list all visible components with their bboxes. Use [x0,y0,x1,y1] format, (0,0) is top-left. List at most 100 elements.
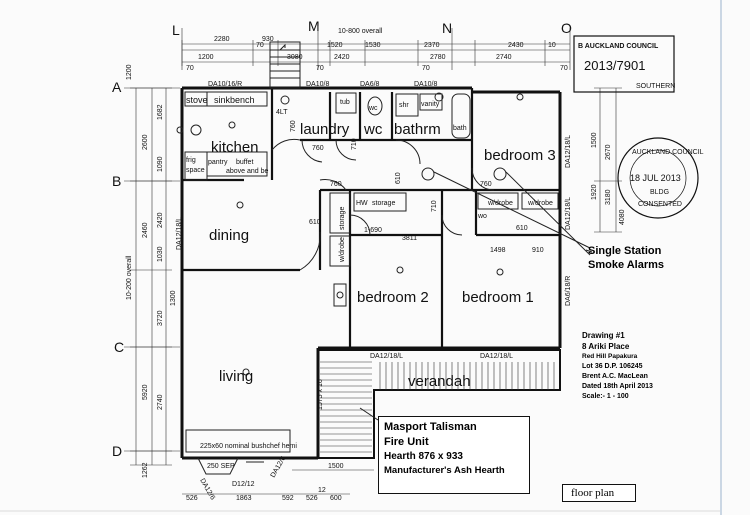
dim-misc-1: 1-690 [364,227,382,234]
dim-top-6: 2430 [508,42,524,49]
drawing-scale: Scale:- 1 - 100 [582,393,629,400]
frame-top-4: DA10/8 [414,81,437,88]
stamp-round-bottom-1: BLDG [650,189,669,196]
verandah-slope: 1575 x 16 [317,379,324,410]
fire-leader [359,407,379,421]
storage-areas: storage storage w/drobe w/drobe w/drobe … [329,192,559,267]
wardrobe-label-1: w/drobe [487,200,513,207]
grid-col-l: L [172,22,180,38]
dim-misc-4: 910 [532,247,544,254]
council-stamp: B AUCKLAND COUNCIL 2013/7901 SOUTHERN [573,35,675,93]
dim-top-2: 930 [262,36,274,43]
bottom-dimensions: 526 1863 592 526 600 12 1500 [186,463,344,502]
dim-bottom-4: 526 [306,495,318,502]
drawing-address: 8 Ariki Place [582,342,630,351]
door-width-5: 760 [330,181,342,188]
vanity-label: vanity [421,101,440,108]
fire-unit-note: Masport Talisman Fire Unit Hearth 876 x … [378,416,530,494]
dim-left-4: 5920 [142,384,149,400]
wc-fixture-label: wc [368,105,378,112]
dim-misc-3: 1498 [490,247,506,254]
verandah-deck [317,349,561,459]
dim-misc-2: 3811 [402,235,417,242]
fire-line-1: Masport Talisman [384,421,477,433]
interior-walls [182,88,560,348]
room-verandah: verandah [408,373,471,390]
drawing-author: Brent A.C. MacLean [582,373,648,380]
dim-top2-5: 70 [560,65,568,72]
frame-bottom-3: DA12/6 [198,478,216,502]
door-width-1: 760 [290,120,297,132]
dim-left-1: 1200 [126,64,133,80]
dim-right-5: 1500 [591,132,598,148]
grid-markers: L M N O A B C D [112,18,572,459]
dim-left-12: 1300 [170,290,177,306]
door-width-4: 610 [309,219,321,226]
dim-left-2: 2600 [142,134,149,150]
space-label: space [186,167,205,174]
grid-row-d: D [112,443,122,459]
kitchen-fixtures: stove sinkbench frig space pantry buffet… [176,91,269,181]
dim-left-overall: 10-200 overall [126,255,133,300]
room-bathroom: bathrm [394,121,441,138]
room-kitchen: kitchen [211,139,259,156]
frame-codes: DA10/16/R DA10/8 DA6/8 DA10/8 DA12/18/L … [176,81,572,501]
grid-col-m: M [308,18,320,34]
stamp-council: B AUCKLAND COUNCIL [578,43,659,50]
frig-label: frig [186,157,196,164]
room-living: living [219,368,253,385]
wo-label: wo [477,213,487,220]
bath-label: bath [453,125,467,132]
dim-top-9: 2420 [334,54,350,61]
dim-top-5: 2370 [424,42,440,49]
dim-left-7: 1090 [157,156,164,172]
grid-col-o: O [561,20,572,36]
dim-top-7: 1200 [198,54,214,61]
door-width-9: 710 [431,200,438,212]
stamp-round-top: AUCKLAND COUNCIL [632,149,704,156]
room-bedroom1: bedroom 1 [462,289,534,306]
stamp-round-bottom-2: CONSENTED [638,201,682,208]
door-width-labels: 760 710 760 610 760 610 610 760 710 1-69… [276,109,544,254]
right-dimensions: 2670 1920 3180 4080 1500 [591,132,626,225]
drawing-title-block: Drawing #1 8 Ariki Place Red Hill Papaku… [582,330,682,410]
stamp-round-date: 18 JUL 2013 [630,173,681,183]
grid-row-c: C [114,339,124,355]
dim-top2-2: 70 [256,42,264,49]
above-bench-label: above and be [226,168,269,175]
dim-right-2: 1920 [591,184,598,200]
frame-left-1: DA12/18/L [176,217,183,250]
dim-left-11: 2740 [157,394,164,410]
left-dimensions: 10-200 overall 1200 2600 2460 5920 1262 … [126,64,177,478]
dim-bottom-6: 12 [318,487,326,494]
tub-label: tub [340,99,350,106]
dim-bottom-5: 600 [330,495,342,502]
dim-top2-4: 70 [422,65,430,72]
room-wc: wc [363,121,383,138]
dim-top2-1: 70 [186,65,194,72]
dim-right-4: 4080 [619,209,626,225]
dim-top-1: 2280 [214,36,230,43]
dim-left-8: 2420 [157,212,164,228]
stamp-number: 2013/7901 [584,58,645,73]
fire-note: 225x60 nominal bushchef hemi [200,443,297,450]
room-bedroom2: bedroom 2 [357,289,429,306]
frame-bottom-4: D12/12 [232,481,255,488]
smoke-alarm-note: Single Station Smoke Alarms [588,244,678,278]
dim-top2-3: 70 [316,65,324,72]
left-dimension-lines [130,87,172,466]
floor-plan-label: floor plan [562,484,636,502]
grid-row-b: B [112,173,121,189]
dim-misc-5: 4LT [276,109,288,116]
drawing-title: Drawing #1 [582,331,625,340]
dim-bottom-3: 592 [282,495,294,502]
door-width-6: 610 [395,172,402,184]
fire-sep: 250 SEP [207,463,235,470]
pantry-label: pantry [208,159,228,166]
fire-line-4: Manufacturer's Ash Hearth [384,465,505,476]
grid-row-a: A [112,79,122,95]
dim-top-4: 1530 [365,42,381,49]
room-bedroom3: bedroom 3 [484,147,556,164]
dim-top-3: 1520 [327,42,343,49]
fire-line-2: Fire Unit [384,436,429,448]
